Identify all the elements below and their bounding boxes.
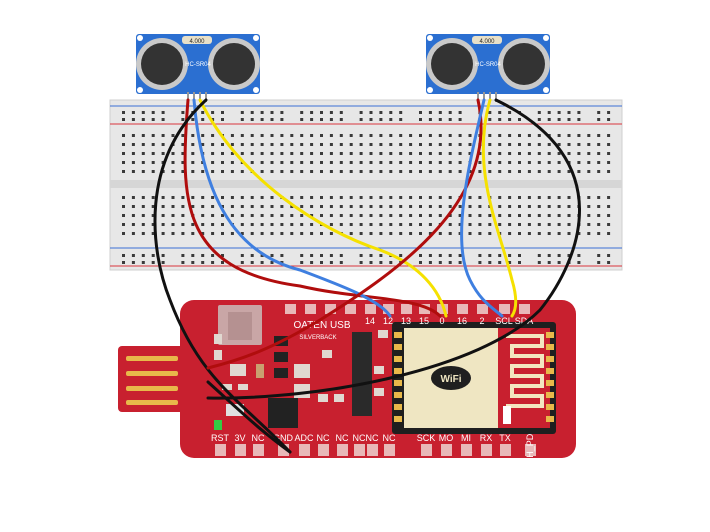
bottom-pin-label: TX: [499, 433, 511, 443]
wire-blue-left: [192, 98, 392, 318]
wifi-logo: WiFi: [440, 374, 461, 385]
bottom-pin-label: NC: [383, 433, 396, 443]
top-pin-label: 15: [419, 316, 429, 326]
wire-black-right: [206, 98, 581, 400]
top-pin-label: SCL: [495, 316, 513, 326]
bottom-pin-label: SCK: [417, 433, 436, 443]
bottom-pin-label: GND: [273, 433, 294, 443]
sensor-label: 4.000: [189, 39, 205, 45]
wire-red-right: [206, 98, 483, 370]
top-pin-label: 16: [457, 316, 467, 326]
wire-yellow-right: [481, 98, 518, 318]
wires: [153, 98, 581, 454]
wire-red-left: [183, 98, 442, 318]
bottom-pin-label: NC: [353, 433, 366, 443]
bottom-pin-label: NC: [336, 433, 349, 443]
bottom-pin-label: RST: [211, 433, 230, 443]
bottom-pin-label: NC: [366, 433, 379, 443]
sensor-model: HC-SR04: [185, 62, 211, 68]
wire-black-usb: [206, 380, 292, 454]
top-pin-label: 14: [365, 316, 375, 326]
top-pin-label: 0: [439, 316, 444, 326]
ultrasonic-sensor-left: 4.000 HC-SR04: [136, 34, 260, 102]
top-pin-label: 2: [479, 316, 484, 326]
top-pin-label: 12: [383, 316, 393, 326]
bottom-pin-label: NC: [317, 433, 330, 443]
ultrasonic-sensor-right: 4.000 HC-SR04: [426, 34, 550, 102]
board-subtitle: SILVERBACK: [299, 335, 336, 341]
wire-black-left: [153, 98, 292, 454]
wifi-module: WiFi: [392, 322, 556, 434]
top-pin-label: 13: [401, 316, 411, 326]
bottom-pin-label: MI: [461, 433, 471, 443]
board-title: OATEN USB: [293, 320, 350, 331]
wire-yellow-left: [198, 98, 448, 318]
breadboard: [109, 99, 623, 271]
bottom-pin-label: NC: [252, 433, 265, 443]
bottom-pin-label: CH_PD: [525, 433, 535, 464]
bottom-pin-label: RX: [480, 433, 493, 443]
breadboard-holes: [122, 111, 611, 264]
bottom-pin-label: MO: [439, 433, 454, 443]
bottom-pin-pads: [215, 444, 536, 456]
sensor-label: 4.000: [479, 39, 495, 45]
bottom-pin-label: ADC: [294, 433, 314, 443]
sensor-model: HC-SR04: [475, 62, 501, 68]
top-pin-label: SDA: [515, 316, 534, 326]
bottom-pin-label: 3V: [234, 433, 245, 443]
wire-blue-right: [460, 98, 504, 318]
